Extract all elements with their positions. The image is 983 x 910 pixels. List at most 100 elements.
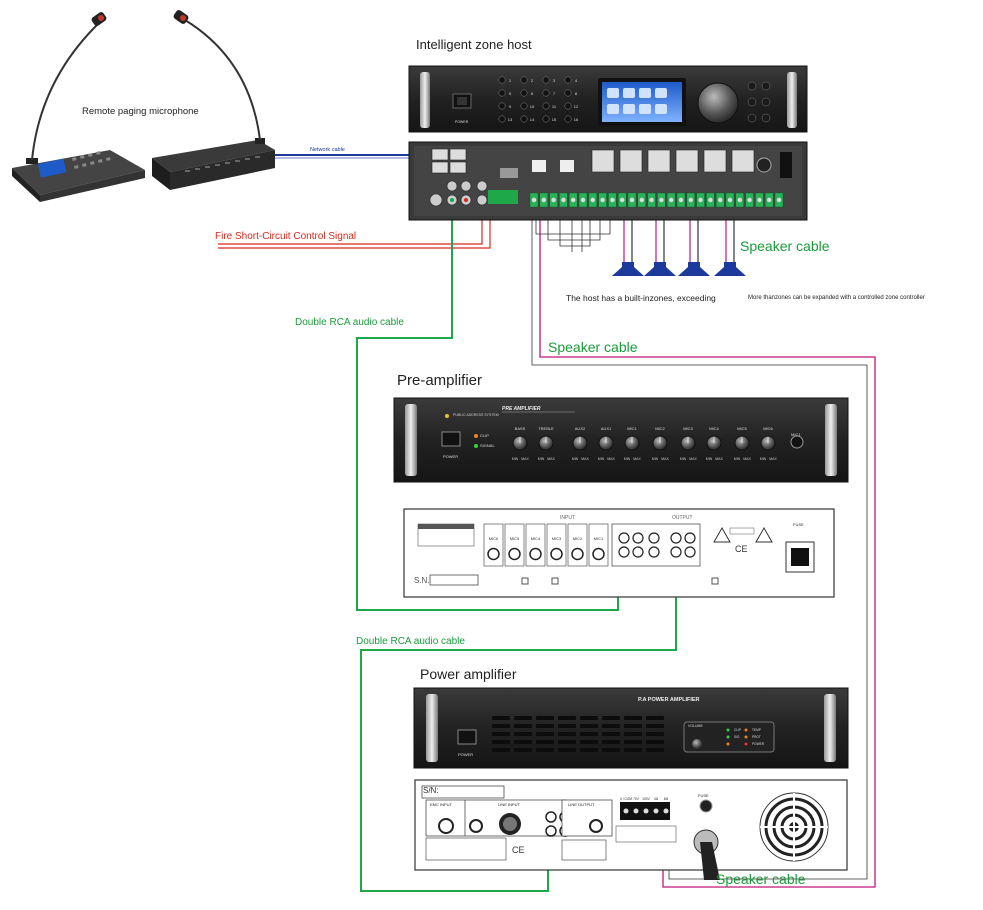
preamp-knob-max: MAX — [769, 457, 777, 461]
host-terminal-screw — [639, 197, 644, 203]
vent-slot — [646, 724, 664, 728]
host-terminal-screw — [600, 197, 605, 203]
poweramp-rear — [414, 779, 848, 880]
preamp-clip-label: CLIP — [480, 433, 489, 438]
vent-slot — [602, 716, 620, 720]
host-terminal-screw — [531, 197, 537, 203]
vent-slot — [536, 748, 554, 752]
preamp-knob-max: MAX — [547, 457, 555, 461]
poweramp-rear-sn: S/N: — [423, 786, 439, 795]
poweramp-rear-terminal-label: 8Ω — [664, 797, 669, 801]
host-terminal-screw — [590, 197, 595, 203]
speaker-icon — [714, 262, 746, 276]
preamp-rear-mic-label: MIC3 — [552, 536, 562, 541]
host-terminal-screw — [678, 197, 684, 203]
host-terminal-screw — [776, 197, 782, 203]
host-zone-key — [520, 115, 528, 123]
preamp-knob-max: MAX — [633, 457, 641, 461]
vent-slot — [602, 724, 620, 728]
vent-slot — [536, 716, 554, 720]
host-zone-key — [520, 89, 528, 97]
host-terminal-screw — [688, 197, 693, 203]
preamp-rear-mic-label: MIC6 — [489, 536, 499, 541]
host-zone-key-label: 4 — [575, 78, 578, 83]
preamp-knob-label: AUX1 — [601, 426, 612, 431]
vent-slot — [514, 740, 532, 744]
poweramp-rear-line-out: LINE OUTPUT — [568, 802, 595, 807]
host-zone-key-label: 13 — [508, 117, 513, 122]
preamp-knob-label: TREBLE — [538, 426, 554, 431]
vent-slot — [558, 748, 576, 752]
host-zone-key — [564, 102, 572, 110]
preamp-rear-sn: S.N. — [414, 576, 430, 585]
preamp-power-label: POWER — [443, 454, 459, 459]
speaker-icon — [644, 262, 676, 276]
host-terminal-screw — [747, 197, 752, 203]
zones-note-b: More thanzones can be expanded with a co… — [748, 295, 925, 301]
preamp-knob-min: MIN — [624, 457, 631, 461]
vent-slot — [514, 748, 532, 752]
preamp-rear-output-label: OUTPUT — [672, 515, 693, 521]
host-zone-key-label: 1 — [509, 78, 512, 83]
remote-mic-2 — [152, 10, 275, 190]
vent-slot — [492, 724, 510, 728]
vent-slot — [558, 716, 576, 720]
vent-slot — [536, 740, 554, 744]
vent-slot — [646, 732, 664, 736]
preamp-knob-min: MIN — [706, 457, 713, 461]
zone-host-rear — [408, 141, 808, 221]
speaker-cable-outline — [531, 212, 868, 880]
preamp-rear-mic-jack — [550, 547, 563, 561]
host-zone-key-label: 3 — [553, 78, 556, 83]
vent-slot — [580, 716, 598, 720]
double-rca-label-1: Double RCA audio cable — [295, 317, 404, 328]
host-zone-key-label: 9 — [509, 104, 512, 109]
vent-slot — [624, 724, 642, 728]
preamp-knob-min: MIN — [734, 457, 741, 461]
preamp-knob-label: MIC1 — [627, 426, 637, 431]
speaker-cable-label-top: Speaker cable — [740, 238, 830, 254]
poweramp-indicator-label: POWER — [752, 742, 765, 746]
preamp-knob-max: MAX — [715, 457, 723, 461]
preamp-rear-mic-label: MIC2 — [573, 536, 583, 541]
preamp-rear-mic-jack — [571, 547, 584, 561]
host-terminal-screw — [669, 197, 674, 203]
host-zone-key-label: 12 — [574, 104, 579, 109]
host-zone-key-label: 10 — [530, 104, 535, 109]
preamp-knob-min: MIN — [512, 457, 519, 461]
vent-slot — [602, 732, 620, 736]
rca-cable-2 — [360, 552, 677, 892]
poweramp-rear-ce: CE — [512, 845, 525, 855]
poweramp-volume-label: VOLUME — [688, 724, 703, 728]
zone-host-title: Intelligent zone host — [416, 37, 532, 52]
vent-slot — [492, 716, 510, 720]
preamp-knob-max: MAX — [689, 457, 697, 461]
vent-slot — [624, 732, 642, 736]
host-terminal-screw — [727, 197, 733, 203]
preamp-rear-mic-label: MIC4 — [531, 536, 541, 541]
host-zone-key-label: 5 — [509, 91, 512, 96]
double-rca-label-2: Double RCA audio cable — [356, 636, 465, 647]
preamp-rear-mic-jack — [487, 547, 500, 561]
preamp-rear-fuse: FUSE — [793, 522, 804, 527]
host-terminal-screw — [620, 197, 625, 203]
vent-slot — [492, 740, 510, 744]
speaker-horns — [612, 262, 746, 276]
host-zone-key — [564, 115, 572, 123]
preamp-knob-min: MIN — [572, 457, 579, 461]
host-terminal-screw — [659, 197, 664, 203]
vent-slot — [536, 732, 554, 736]
host-terminal-screw — [571, 197, 576, 203]
host-zone-key — [542, 102, 550, 110]
host-terminal-screw — [698, 197, 703, 203]
preamp-rear-mic-label: MIC5 — [510, 536, 520, 541]
fire-signal-label: Fire Short-Circuit Control Signal — [215, 231, 357, 242]
preamp-knob-label: MIC2 — [655, 426, 665, 431]
